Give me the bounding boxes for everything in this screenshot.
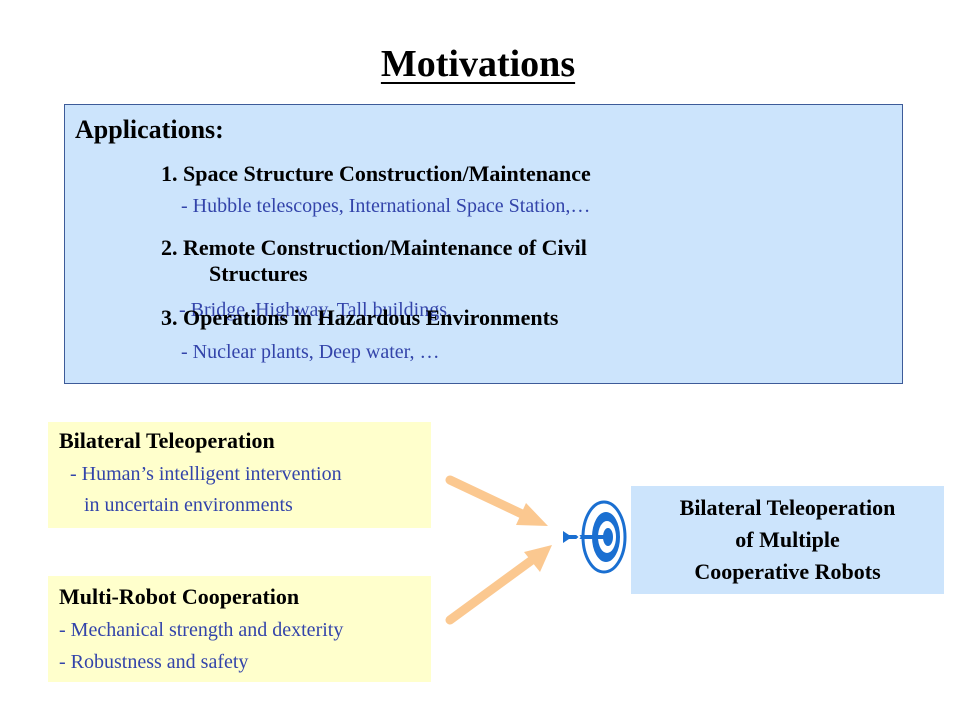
slide-title-text: Motivations: [380, 43, 576, 85]
application-item-3-title: 3. Operations in Hazardous Environments: [161, 305, 559, 330]
bilateral-teleoperation-heading: Bilateral Teleoperation: [59, 428, 275, 453]
target-icon: [563, 500, 627, 574]
result-line-1: Bilateral Teleoperation: [679, 495, 896, 520]
upper-arrow-icon: [445, 475, 548, 526]
bilateral-teleoperation-line-1: - Human’s intelligent intervention: [70, 463, 342, 485]
application-item-1-detail: - Hubble telescopes, International Space…: [181, 195, 591, 217]
multi-robot-cooperation-heading: Multi-Robot Cooperation: [59, 584, 300, 609]
lower-arrow-icon: [445, 545, 552, 625]
multi-robot-cooperation-line-2: - Robustness and safety: [59, 651, 249, 673]
bilateral-teleoperation-box: Bilateral Teleoperation - Human’s intell…: [48, 422, 431, 528]
application-item-2-title-line2: Structures: [209, 261, 308, 286]
application-item-3-detail: - Nuclear plants, Deep water, …: [181, 341, 440, 363]
result-line-2: of Multiple: [735, 527, 840, 552]
multi-robot-cooperation-box: Multi-Robot Cooperation - Mechanical str…: [48, 576, 431, 682]
application-item-2-detail: - Bridge, Highway, Tall buildings,: [179, 299, 453, 321]
application-item-2-title-line1: 2. Remote Construction/Maintenance of Ci…: [161, 235, 587, 260]
applications-heading: Applications:: [75, 115, 224, 144]
multi-robot-cooperation-line-1: - Mechanical strength and dexterity: [59, 619, 344, 641]
applications-box: Applications: 1. Space Structure Constru…: [64, 104, 903, 384]
slide-title: Motivations: [0, 42, 956, 86]
result-box: Bilateral Teleoperation of Multiple Coop…: [631, 486, 944, 594]
application-item-2-title: 2. Remote Construction/Maintenance of Ci…: [161, 235, 587, 287]
application-item-1-title: 1. Space Structure Construction/Maintena…: [161, 161, 591, 186]
bilateral-teleoperation-line-2: in uncertain environments: [84, 494, 293, 516]
result-line-3: Cooperative Robots: [694, 559, 881, 584]
